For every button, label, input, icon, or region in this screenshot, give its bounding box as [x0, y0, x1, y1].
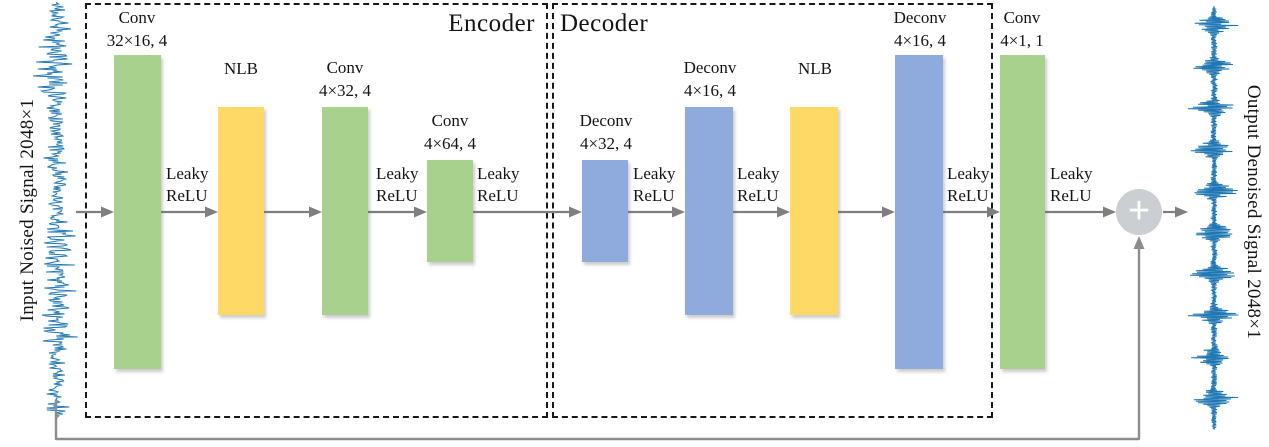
activation-line2: ReLU	[633, 186, 675, 205]
decoder-nlb-label: NLB	[750, 57, 880, 80]
decoder-title: Decoder	[560, 10, 649, 37]
encoder-box	[85, 3, 548, 418]
activation-line2: ReLU	[947, 186, 989, 205]
activation-line1: Leaky	[1050, 164, 1093, 183]
sum-node: +	[1116, 189, 1162, 235]
activation-line1: Leaky	[947, 164, 990, 183]
layer-type: Deconv	[683, 58, 737, 77]
encoder-nlb-block	[218, 107, 264, 315]
layer-type: Conv	[326, 58, 364, 77]
activation-line1: Leaky	[376, 164, 419, 183]
layer-shape: 4×16, 4	[893, 31, 947, 50]
decoder-deconv2-label: Deconv 4×16, 4	[645, 56, 775, 102]
encoder-nlb-label: NLB	[176, 57, 306, 80]
encoder-conv2-block	[322, 107, 368, 315]
activation-line2: ReLU	[376, 186, 418, 205]
decoder-deconv3-block	[895, 55, 943, 369]
layer-shape: 4×32, 4	[318, 81, 372, 100]
layer-type: NLB	[224, 59, 258, 78]
layer-type: Deconv	[893, 8, 947, 27]
layer-shape: 32×16, 4	[106, 31, 168, 50]
activation-line2: ReLU	[477, 186, 519, 205]
encoder-conv1-block	[114, 55, 161, 369]
decoder-deconv2-block	[685, 107, 733, 315]
decoder-nlb-block	[790, 107, 838, 315]
skip-connection-line	[54, 236, 1145, 441]
decoder-deconv1-block	[582, 160, 628, 262]
decoder-deconv3-label: Deconv 4×16, 4	[855, 6, 985, 52]
input-signal-waveform	[32, 2, 78, 418]
encoder-conv3-label: Conv 4×64, 4	[385, 109, 515, 155]
layer-type: Conv	[1003, 8, 1041, 27]
activation-line2: ReLU	[166, 186, 208, 205]
output-conv-label: Conv 4×1, 1	[957, 6, 1087, 52]
layer-shape: 4×64, 4	[423, 134, 477, 153]
output-conv-block	[1000, 55, 1045, 369]
output-signal-waveform	[1187, 6, 1239, 430]
encoder-title: Encoder	[448, 10, 535, 37]
layer-shape: 4×16, 4	[683, 81, 737, 100]
layer-type: NLB	[798, 59, 832, 78]
activation-line2: ReLU	[737, 186, 779, 205]
encoder-conv1-label: Conv 32×16, 4	[72, 6, 202, 52]
layer-type: Deconv	[579, 111, 633, 130]
activation-line1: Leaky	[166, 164, 209, 183]
layer-type: Conv	[118, 8, 156, 27]
layer-type: Conv	[431, 111, 469, 130]
layer-shape: 4×1, 1	[1000, 31, 1044, 50]
plus-icon: +	[1127, 190, 1151, 232]
layer-shape: 4×32, 4	[579, 134, 633, 153]
activation-line1: Leaky	[633, 164, 676, 183]
decoder-deconv1-label: Deconv 4×32, 4	[541, 109, 671, 155]
activation-line2: ReLU	[1050, 186, 1092, 205]
encoder-conv2-label: Conv 4×32, 4	[280, 56, 410, 102]
activation-line1: Leaky	[737, 164, 780, 183]
encoder-conv3-block	[427, 160, 473, 262]
activation-line1: Leaky	[477, 164, 520, 183]
